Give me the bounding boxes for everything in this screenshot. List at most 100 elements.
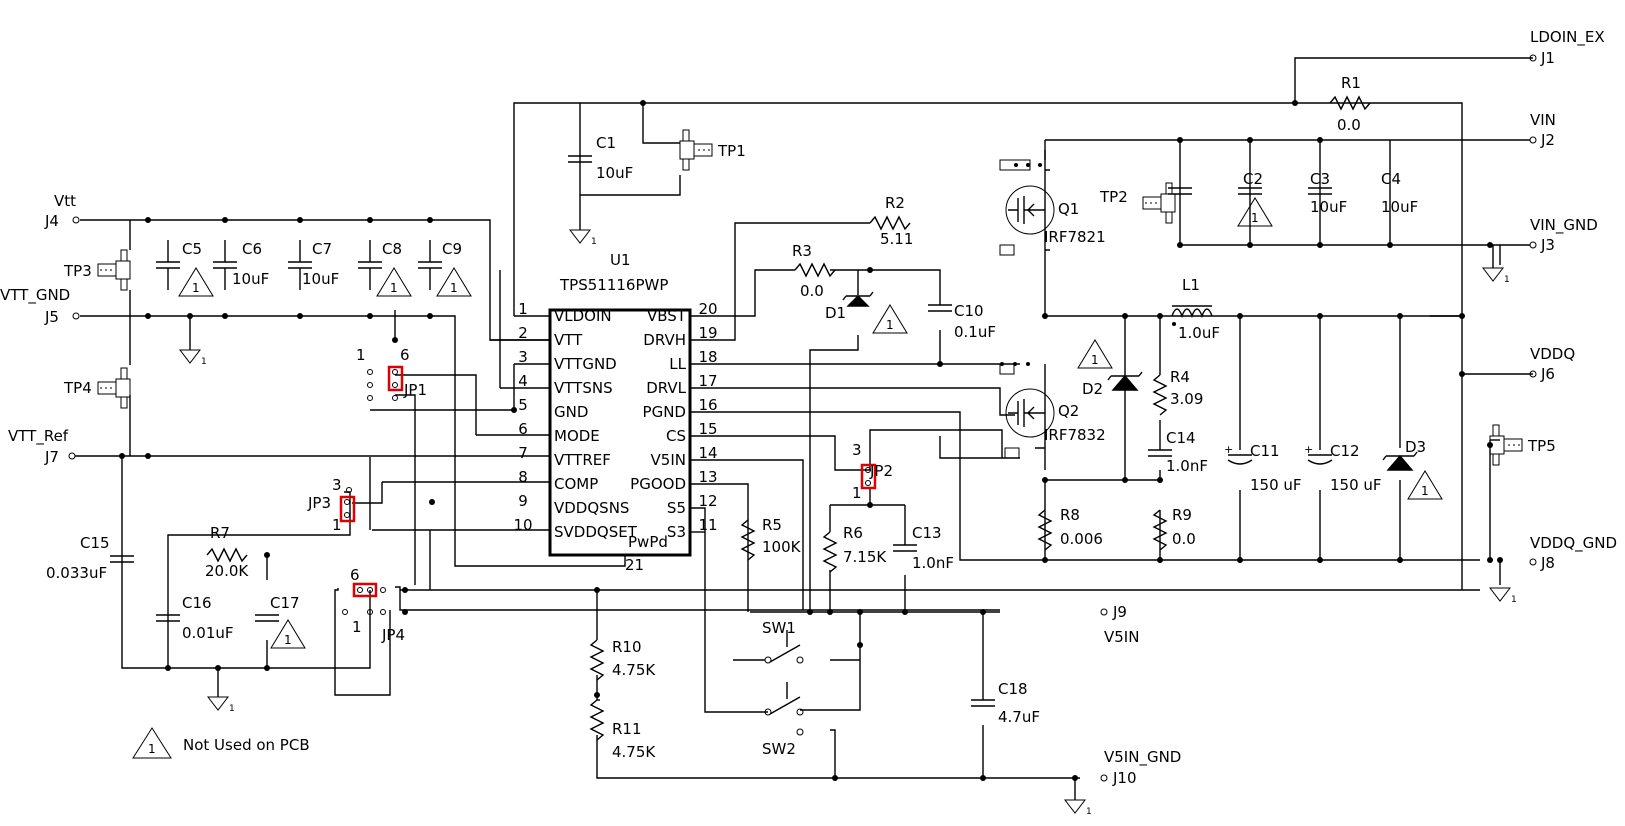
- capacitor-c14: C14 1.0nF: [1148, 429, 1208, 475]
- ic-pin-number: 10: [513, 516, 532, 534]
- ic-pin-name: PGOOD: [630, 475, 686, 493]
- svg-text:Q1: Q1: [1058, 200, 1079, 218]
- capacitor-c17: C17: [255, 594, 306, 649]
- svg-text:10uF: 10uF: [232, 270, 269, 288]
- note-text: Not Used on PCB: [183, 736, 310, 754]
- svg-text:C14: C14: [1166, 429, 1196, 447]
- capacitor-c4: C4 10uF: [1308, 170, 1418, 216]
- ic-pin-name: GND: [554, 403, 588, 421]
- ic-pad-label: PwPd: [628, 533, 668, 551]
- ic-pin-number: 15: [698, 420, 717, 438]
- resistor-r8: R80.006: [1038, 506, 1103, 551]
- ic-pin-name: VTTSNS: [554, 379, 613, 397]
- net-label: VDDQ: [1530, 345, 1575, 363]
- ic-pin-number: 18: [698, 348, 717, 366]
- svg-text:1: 1: [352, 618, 362, 636]
- svg-text:JP3: JP3: [307, 494, 331, 512]
- resistor-r6: R67.15K: [823, 524, 887, 573]
- net-label: V5IN_GND: [1104, 748, 1181, 767]
- svg-text:150 uF: 150 uF: [1330, 476, 1382, 494]
- svg-text:L1: L1: [1182, 276, 1200, 294]
- resistor-r9: R90.0: [1153, 506, 1196, 551]
- svg-text:20.0K: 20.0K: [205, 562, 249, 580]
- connector-ref: J10: [1112, 769, 1137, 787]
- svg-text:3.09: 3.09: [1170, 390, 1203, 408]
- svg-text:C1: C1: [596, 134, 616, 152]
- wires: [75, 57, 1533, 779]
- ic-pin-name: VTTGND: [554, 355, 617, 373]
- svg-text:1.0nF: 1.0nF: [1166, 457, 1208, 475]
- ic-pin-number: 1: [518, 300, 528, 318]
- svg-text:1: 1: [852, 484, 862, 502]
- svg-text:C5: C5: [182, 240, 202, 258]
- ic-pad-number: 21: [625, 556, 644, 574]
- svg-text:R5: R5: [762, 516, 782, 534]
- ic-pin-number: 17: [698, 372, 717, 390]
- svg-text:TP2: TP2: [1099, 188, 1128, 206]
- ic-pin-number: 2: [518, 324, 528, 342]
- svg-text:0.0: 0.0: [1172, 530, 1196, 548]
- svg-text:C3: C3: [1310, 170, 1330, 188]
- svg-text:R8: R8: [1060, 506, 1080, 524]
- svg-text:0.1uF: 0.1uF: [954, 323, 996, 341]
- svg-text:100K: 100K: [762, 538, 802, 556]
- ic-pin-number: 16: [698, 396, 717, 414]
- net-label: V5IN: [1104, 628, 1139, 646]
- svg-text:3: 3: [852, 441, 862, 459]
- resistor-r4: R43.09: [1153, 368, 1203, 416]
- net-label: Vtt: [54, 192, 76, 210]
- ic-pin-name: VBST: [647, 307, 687, 325]
- ic-pin-number: 12: [698, 492, 717, 510]
- capacitor-c10: C10 0.1uF: [928, 302, 996, 341]
- connector-j3: VIN_GND J3: [1500, 216, 1598, 254]
- note-legend: 1 Not Used on PCB: [132, 727, 310, 759]
- testpoint-tp5: TP5: [1489, 424, 1556, 466]
- svg-text:150 uF: 150 uF: [1250, 476, 1302, 494]
- ic-pin-name: VDDQSNS: [554, 499, 629, 517]
- connector-j4: Vtt J4: [44, 192, 80, 230]
- svg-text:C2: C2: [1243, 170, 1263, 188]
- svg-text:Q2: Q2: [1058, 402, 1079, 420]
- ic-pin-name: S5: [667, 499, 686, 517]
- svg-text:R6: R6: [843, 524, 863, 542]
- ic-pin-number: 7: [518, 444, 528, 462]
- capacitor-c6: C6 10uF: [212, 239, 269, 291]
- jumper-jp3: 31 JP3: [307, 476, 356, 534]
- svg-text:C7: C7: [312, 240, 332, 258]
- ic-pin-name: V5IN: [651, 451, 686, 469]
- svg-text:C10: C10: [954, 302, 984, 320]
- svg-text:0.0: 0.0: [800, 282, 824, 300]
- svg-text:C6: C6: [242, 240, 262, 258]
- svg-text:6: 6: [400, 346, 410, 364]
- svg-text:10uF: 10uF: [1310, 198, 1347, 216]
- connector-ref: J3: [1540, 236, 1555, 254]
- svg-text:TP5: TP5: [1527, 437, 1556, 455]
- svg-text:TP1: TP1: [717, 142, 746, 160]
- junctions: [119, 100, 1503, 781]
- ic-pin-name: COMP: [554, 475, 598, 493]
- svg-text:+: +: [1224, 443, 1233, 456]
- svg-text:1.0uF: 1.0uF: [1178, 324, 1220, 342]
- svg-text:1: 1: [332, 516, 342, 534]
- svg-text:C15: C15: [80, 534, 110, 552]
- svg-text:SW2: SW2: [762, 740, 796, 758]
- svg-text:TP4: TP4: [63, 379, 92, 397]
- ic-pin-name: VTT: [554, 331, 583, 349]
- svg-text:0.0: 0.0: [1337, 116, 1361, 134]
- svg-text:4.75K: 4.75K: [612, 661, 656, 679]
- net-label: VIN_GND: [1530, 216, 1598, 235]
- capacitor-c9: C9: [417, 239, 472, 297]
- svg-text:C4: C4: [1381, 170, 1401, 188]
- svg-text:JP2: JP2: [869, 462, 893, 480]
- ic-pin-number: 4: [518, 372, 528, 390]
